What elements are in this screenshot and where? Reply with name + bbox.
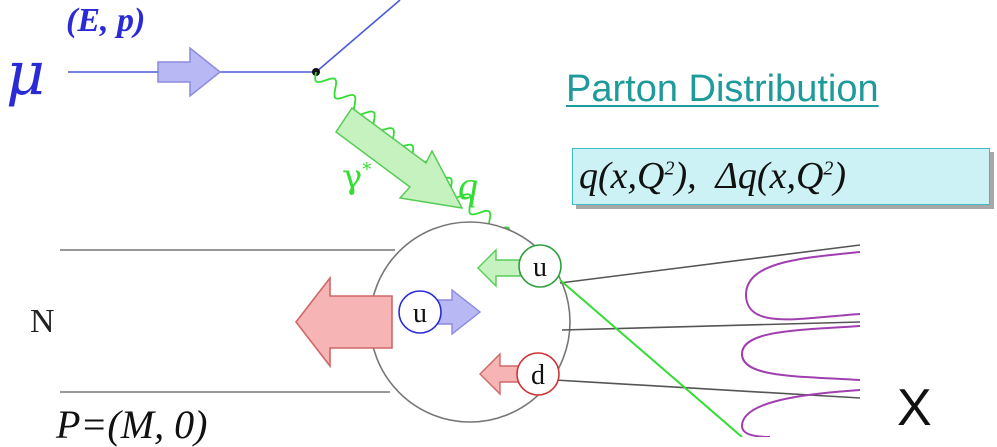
hadron-string-1 [744,251,861,321]
q-term-base: q(x,Q [579,155,665,197]
photon-momentum-arrow [334,106,464,209]
hadron-line-3 [554,379,861,399]
outgoing-muon-line [315,0,401,73]
momentum-transfer-label: q [458,163,478,208]
hadron-line-1 [559,244,861,284]
muon-momentum-arrow [157,46,222,98]
muon-kinematics-label: (E, p) [66,2,146,39]
final-state-label: X [897,379,932,437]
virtual-photon-label: γ* [342,160,371,194]
q-term-exponent: 2 [664,157,675,180]
u-quark [398,290,442,334]
hadron-line-2 [561,321,861,331]
struck-u-quark [518,244,562,288]
q-term-close: ), [674,155,697,197]
hadron-string-3 [740,389,861,438]
muon-label: μ [6,39,45,109]
nucleon-label: N [30,303,55,340]
dis-diagram: u u d μ (E, p) Parton Distribution q(x,Q… [6,0,990,445]
photon-symbol: γ [342,157,363,197]
d-quark [516,352,560,396]
dq-term-exponent: 2 [823,157,834,180]
u-quark-label: u [413,298,427,329]
struck-quark-line [559,279,743,438]
parton-formula-box: q(x,Q2), Δq(x,Q2) [572,148,990,205]
d-quark-label: d [531,360,545,391]
hadron-string-2 [740,325,861,381]
parton-formula: q(x,Q2), Δq(x,Q2) [579,157,846,195]
dq-term-close: ) [833,155,847,197]
nucleon-kinematics-label: P=(M, 0) [56,402,208,447]
photon-superscript: * [362,159,372,181]
nucleon-momentum-arrow [294,275,393,369]
diagram-canvas: u u d [60,0,861,438]
parton-distribution-link[interactable]: Parton Distribution [566,68,879,110]
dq-term-base: Δq(x,Q [715,155,824,197]
struck-u-quark-label: u [533,252,547,283]
